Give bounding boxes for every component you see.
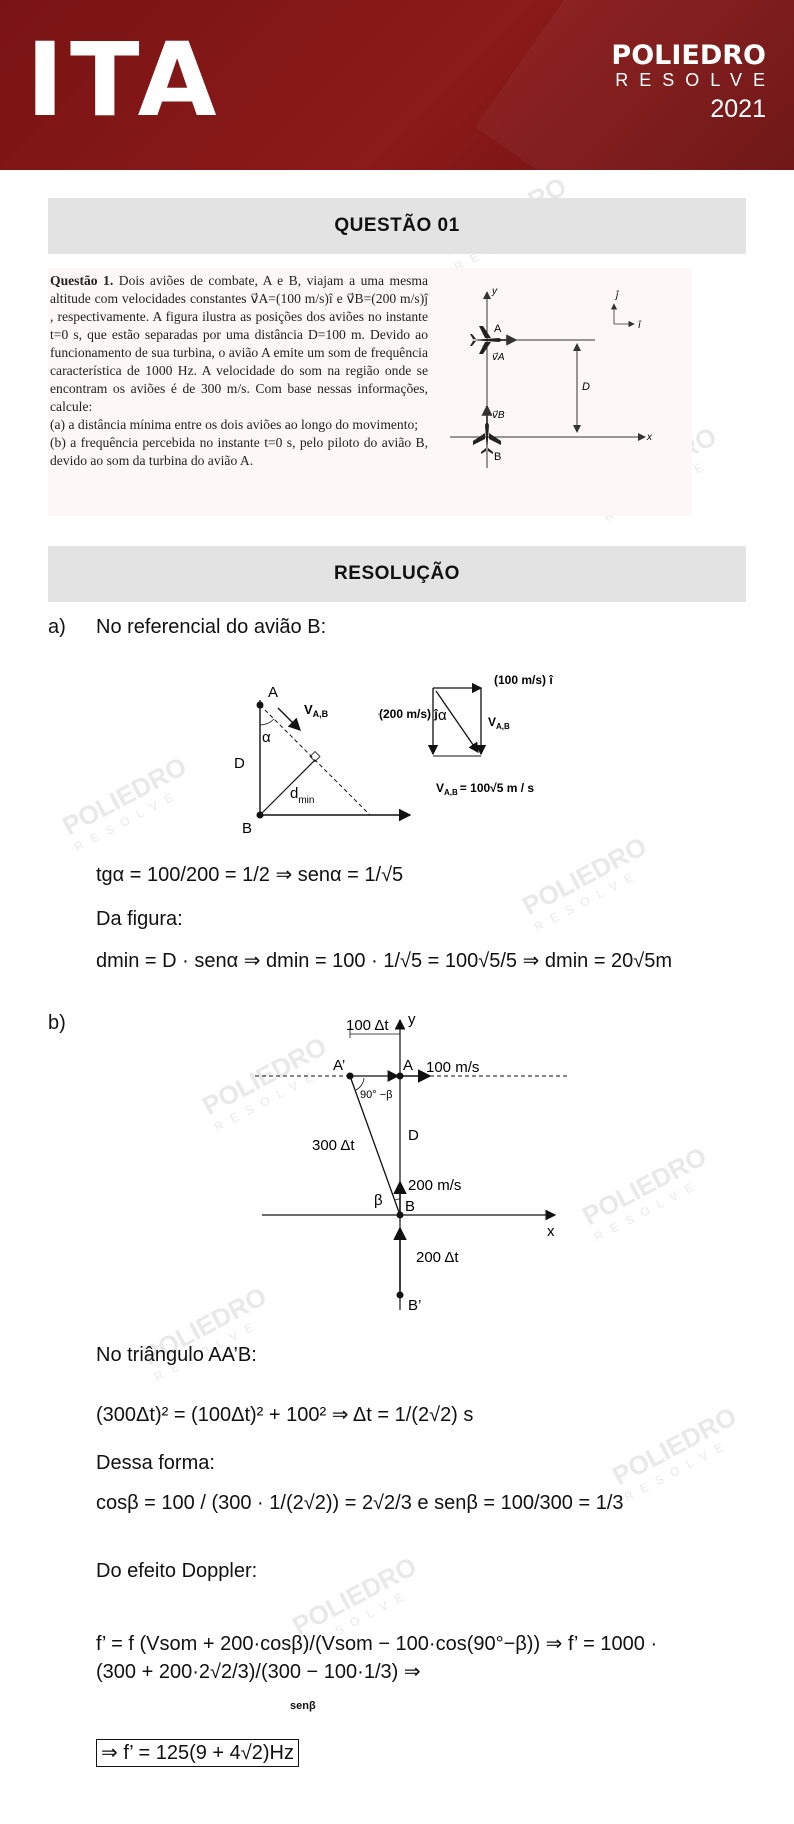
exam-year: 2021: [710, 95, 766, 123]
point-a: [256, 701, 264, 709]
point-b: [256, 811, 264, 819]
fig-y-label: y: [491, 286, 498, 297]
b-point-a: [396, 1072, 404, 1080]
b-a-prime-label: A’: [333, 1057, 345, 1074]
part-a-figure-reference: A B D α VA,B dmin: [234, 684, 412, 837]
b-angle-label: 90° −β: [360, 1089, 392, 1101]
question-statement: Questão 1. Dois aviões de combate, A e B…: [50, 272, 428, 470]
equation-tg-alpha: tgα = 100/200 = 1/2 ⇒ senα = 1/√5: [96, 864, 404, 886]
vector-vab-diagonal: [435, 690, 479, 754]
b-point-b: [396, 1211, 404, 1219]
fig-b-label: B: [494, 451, 501, 463]
question-label: Questão 1.: [50, 273, 114, 288]
b-bottom-label: 200 Δt: [416, 1249, 459, 1266]
plane-b-icon: [473, 421, 501, 454]
question-title-bar: QUESTÃO 01: [48, 198, 746, 254]
part-b-label: b): [48, 1012, 66, 1034]
part-b-figure: y x 100 Δt A’ A 100 m/s 90° −β D 300 Δt …: [255, 1011, 570, 1314]
b-x-label: x: [547, 1223, 555, 1240]
fig-j-label: ĵ: [614, 290, 620, 301]
question-text: Dois aviões de combate, A e B, viajam a …: [50, 273, 428, 414]
b-va-label: 100 m/s: [426, 1059, 479, 1076]
vector-j-label: −(200 m/s) ĵ: [378, 707, 438, 721]
equation-delta-t: (300Δt)² = (100Δt)² + 100² ⇒ Δt = 1/(2√2…: [96, 1404, 474, 1426]
question-panel: [48, 268, 692, 516]
equation-doppler: f’ = f (Vsom + 200·cosβ)/(Vsom − 100·cos…: [96, 1633, 658, 1683]
b-point-b-prime: [396, 1291, 404, 1299]
equation-dmin: dmin = D · senα ⇒ dmin = 100 · 1/√5 = 10…: [96, 950, 673, 972]
b-sound-path: [349, 1075, 401, 1216]
da-figura-label: Da figura:: [96, 908, 183, 930]
b-hyp-label: 300 Δt: [312, 1137, 355, 1154]
b-beta-arc: [394, 1198, 401, 1201]
b-point-a-prime: [346, 1072, 354, 1080]
doppler-label: Do efeito Doppler:: [96, 1560, 258, 1582]
ref-d-label: D: [234, 755, 245, 772]
b-angle-arc: [355, 1077, 365, 1091]
b-beta-label: β: [374, 1192, 383, 1209]
fig-i-label: î: [638, 320, 642, 331]
exam-title: ITA: [26, 21, 223, 140]
equation-cos-sin-beta: cosβ = 100 / (300 · 1/(2√2)) = 2√2/3 e s…: [96, 1492, 624, 1514]
b-a-label: A: [403, 1057, 413, 1074]
question-item-b: (b) a frequência percebida no instante t…: [50, 435, 428, 468]
b-vb-label: 200 m/s: [408, 1177, 461, 1194]
vector-result-label: VA,B= 100√5 m / s: [436, 781, 534, 797]
question-figure: y x A B D v⃗A v⃗B ĵ î: [450, 286, 653, 468]
part-a-label: a): [48, 616, 66, 638]
b-b-prime-label: B’: [408, 1297, 421, 1314]
fig-x-label: x: [646, 432, 653, 443]
part-a-intro: No referencial do avião B:: [96, 616, 327, 638]
fig-va-label: v⃗A: [492, 352, 505, 363]
brand-subtitle: RESOLVE: [615, 70, 776, 90]
vab-arrow: [277, 707, 301, 731]
brand-logo: POLIEDRO RESOLVE 2021: [611, 42, 766, 122]
ref-dmin-label: dmin: [290, 785, 314, 806]
fig-d-label: D: [582, 381, 590, 393]
b-b-label: B: [405, 1198, 415, 1215]
fig-vb-label: v⃗B: [492, 410, 505, 421]
senb-annotation: senβ: [290, 1700, 316, 1712]
dmin-segment: [259, 759, 316, 816]
triangle-label: No triângulo AA’B:: [96, 1344, 257, 1366]
ref-b-label: B: [242, 820, 252, 837]
header-banner: ITA POLIEDRO RESOLVE 2021: [0, 0, 794, 170]
b-d-label: D: [408, 1127, 419, 1144]
vector-vab-label: VA,B: [488, 715, 510, 731]
vector-alpha-label: α: [438, 707, 447, 724]
fig-a-label: A: [494, 323, 502, 335]
vector-i-label: (100 m/s) î: [494, 673, 553, 687]
b-top-label: 100 Δt: [346, 1017, 389, 1034]
final-answer-box: ⇒ f’ = 125(9 + 4√2)Hz: [96, 1739, 299, 1767]
plane-a-icon: [470, 326, 503, 354]
resolution-title-bar: RESOLUÇÃO: [48, 546, 746, 602]
right-angle-mark: [309, 750, 321, 762]
ref-alpha-label: α: [262, 729, 271, 746]
alpha-arc: [259, 718, 275, 726]
brand-name: POLIEDRO: [611, 40, 766, 71]
b-y-label: y: [408, 1011, 416, 1028]
part-a-vector-diagram: (100 m/s) î −(200 m/s) ĵ α VA,B VA,B= 10…: [378, 673, 553, 797]
question-item-a: (a) a distância mínima entre os dois avi…: [50, 417, 419, 432]
ref-a-label: A: [268, 684, 278, 701]
final-answer: ⇒ f’ = 125(9 + 4√2)Hz: [96, 1739, 299, 1767]
ref-vab-label: VA,B: [304, 702, 329, 719]
dessa-forma-label: Dessa forma:: [96, 1452, 215, 1474]
